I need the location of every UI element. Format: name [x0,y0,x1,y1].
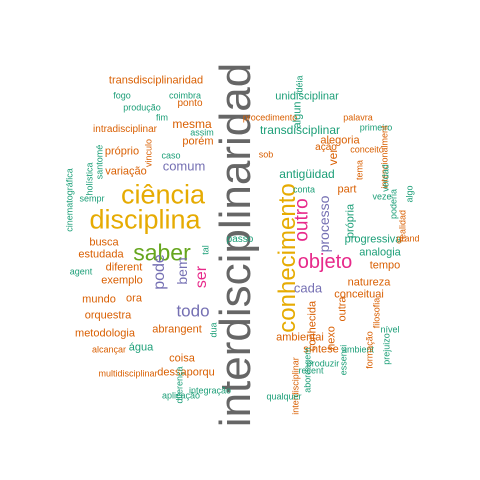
word-sintese: síntese [303,343,339,356]
word-veze: veze [372,191,392,202]
word-acao: ação [315,142,337,153]
word-fim: fim [156,112,168,123]
word-interdisciplinar: interdisciplinar [290,357,301,415]
word-ora: ora [126,292,142,305]
word-bem: bem [174,257,190,285]
word-progressiva: progressiva [344,233,402,246]
word-proprio: próprio [104,145,140,158]
word-agua: água [128,341,154,354]
word-holistica: holística [84,162,95,196]
word-processo: processo [316,195,332,253]
word-transdisciplinar: transdisciplinar [259,123,341,137]
word-passo: passo [226,234,254,245]
word-ambient: ambient [341,344,375,355]
word-part: part [337,183,357,196]
word-conta: conta [292,184,316,195]
word-santome: santomé [94,144,105,180]
word-fogo: fogo [113,90,131,101]
word-ciencia: ciência [120,179,206,210]
word-ver: ver [326,148,340,166]
word-vinculo: vinculo [143,138,154,168]
word-sempr: sempr [79,193,105,204]
word-orquestra: orquestra [84,309,132,322]
word-mesma: mesma [172,117,212,131]
word-objeto: objeto [297,251,353,273]
word-conceito: conceito [350,144,384,155]
word-metodologia: metodologia [75,327,135,340]
word-abrangent: abrangent [152,323,202,336]
word-grand: grand [396,233,420,244]
word-verdad: verdad [380,164,391,192]
word-essenci: essenci [338,344,349,376]
word-transdisciplinaridad: transdisciplinaridad [108,74,204,87]
word-nexo: nexo [325,326,338,350]
word-comum: comum [162,158,206,174]
word-ambientai: ambientai [276,331,324,344]
word-ponto: ponto [177,98,203,109]
word-palavra: palavra [343,112,373,123]
word-alegoria: alegoria [320,134,360,147]
word-natureza: natureza [347,276,391,289]
word-coimbra: coimbra [168,90,202,101]
word-cinematografica: cinematográfica [64,168,75,232]
word-pode: pode [151,254,168,290]
word-intradisciplinar: intradisciplinar [93,124,157,135]
word-assim: assim [190,127,214,138]
word-outra: outra [336,296,349,322]
word-saber: saber [133,239,191,266]
word-mundo: mundo [82,293,116,306]
word-outro: outro [291,198,313,242]
word-variacao: variação [105,165,147,178]
word-nivel: nível [380,324,400,335]
word-unidisciplinar: unidisciplinar [275,90,339,103]
word-diferent: diferent [105,261,143,274]
word-multidisciplinar: multidisciplinar [98,368,158,379]
word-procedimento: procedimento [242,112,298,123]
word-producao: produção [123,102,161,113]
word-dua: dua [208,322,219,338]
word-qualquer: qualquer [266,391,302,402]
word-conceituai: conceituai [334,288,384,301]
word-cada: cada [293,280,323,296]
word-integracao: integração [188,385,232,396]
word-analogia: analogia [359,246,401,259]
word-recent: recent [298,365,324,376]
word-alcancar: alcançar [91,344,127,355]
word-primeiro: primeiro [359,122,393,133]
word-exemplo: exemplo [101,274,143,287]
word-tal: tal [200,245,211,255]
word-busca: busca [89,236,119,249]
word-tempo: tempo [369,259,401,272]
word-sob: sob [258,149,274,160]
word-antiguidad: antigüidad [279,167,335,181]
word-todo: todo [176,301,210,321]
word-agent: agent [69,266,93,277]
word-estudada: estudada [78,248,124,261]
word-prejuizo: prejuizo [381,333,392,365]
word-caso: caso [161,150,181,161]
word-tema: tema [354,159,365,181]
word-produzir: produzir [306,358,340,369]
word-ser: ser [193,265,210,289]
word-formacao: formação [364,331,375,369]
word-disciplina: disciplina [89,204,201,235]
word-coisa: coisa [169,352,195,365]
word-aplicacao: aplicação [161,390,201,401]
word-porem: porém [182,135,214,148]
word-dessaporqu: dessaporqu [157,366,215,379]
word-algo: algo [404,185,415,203]
